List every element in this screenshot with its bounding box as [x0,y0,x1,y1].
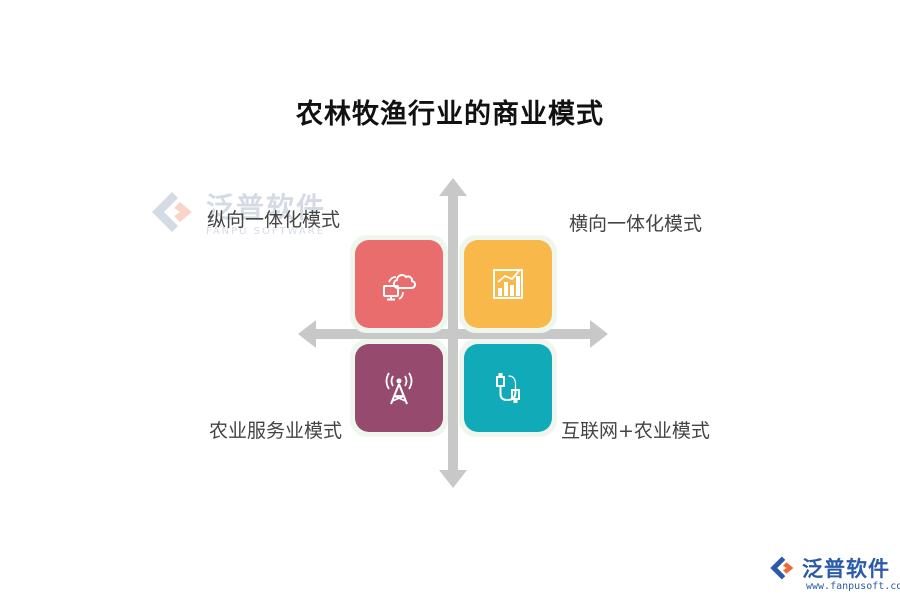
label-horizontal-integration: 横向一体化模式 [569,213,703,235]
logo-text: 泛普软件 [802,557,890,581]
left-arrow [298,320,316,348]
tile-agri-service [355,344,443,432]
watermark-cn: 泛普软件 [206,191,327,224]
watermark-en: FANPU SOFTWARE [206,226,326,237]
label-internet-agri: 互联网+农业模式 [561,420,710,442]
label-vertical-integration: 纵向一体化模式 [207,209,341,231]
brand-logo: 泛普软件 [768,553,890,583]
horizontal-axis [310,329,596,339]
page-title: 农林牧渔行业的商业模式 [296,99,604,130]
signal-tower-icon [385,372,413,405]
right-arrow [590,320,608,348]
cloud-computer-icon [383,274,416,301]
label-agri-service: 农业服务业模式 [209,420,343,442]
watermark: 泛普软件 FANPU SOFTWARE [148,186,326,237]
up-arrow [439,178,467,196]
tile-internet-agri [464,344,552,432]
fanpu-logo-icon [770,556,794,580]
bar-chart-icon [493,269,523,299]
fanpu-logo-icon [152,191,192,232]
down-arrow [439,470,467,488]
logo-url: www.fanpusoft.com [806,581,900,592]
tile-vertical-integration [355,240,443,328]
usb-cable-icon [496,373,520,403]
tile-horizontal-integration [464,240,552,328]
